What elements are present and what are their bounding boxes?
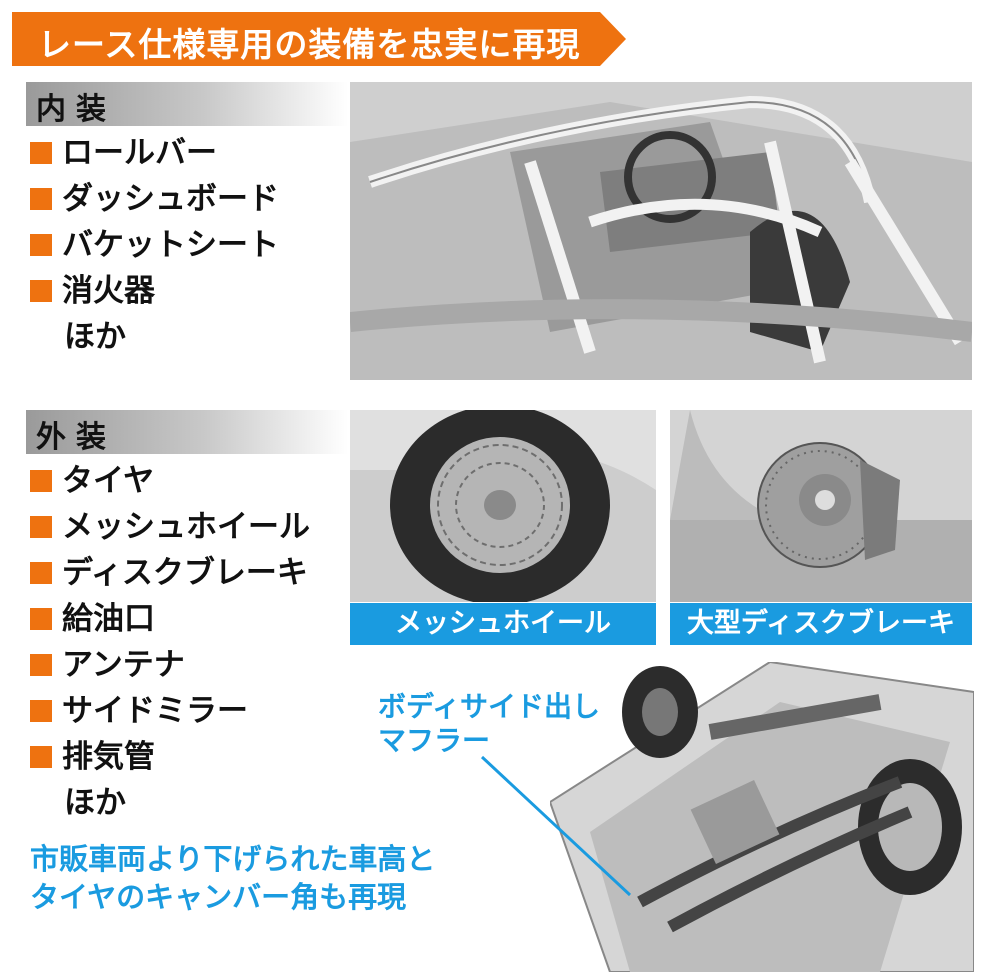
bullet-square-icon xyxy=(30,142,52,164)
interior-rollcage-image xyxy=(350,82,972,380)
bullet-square-icon xyxy=(30,700,52,722)
bullet-square-icon xyxy=(30,654,52,676)
exterior-item: タイヤ xyxy=(30,458,310,504)
banner-title: レース仕様専用の装備を忠実に再現 xyxy=(38,25,581,64)
bullet-square-icon xyxy=(30,516,52,538)
disc-brake-image xyxy=(670,410,972,602)
bullet-square-icon xyxy=(30,234,52,256)
callout-leader-line xyxy=(480,755,632,897)
ride-height-note: 市販車両より下げられた車高と タイヤのキャンバー角も再現 xyxy=(30,840,435,916)
exterior-heading: 外装 xyxy=(36,420,116,455)
exterior-more: ほか xyxy=(64,785,126,821)
exterior-item: メッシュホイール xyxy=(30,504,310,550)
exterior-list: タイヤ メッシュホイール ディスクブレーキ 給油口 アンテナ サイドミラー 排気… xyxy=(30,458,310,826)
mesh-wheel-image xyxy=(350,410,656,602)
exterior-item: 給油口 xyxy=(30,596,310,642)
bullet-square-icon xyxy=(30,746,52,768)
interior-item: ダッシュボード xyxy=(30,176,279,222)
interior-list: ロールバー ダッシュボード バケットシート 消火器 ほか xyxy=(30,130,279,360)
wheel-caption: メッシュホイール xyxy=(350,603,656,645)
title-banner: レース仕様専用の装備を忠実に再現 xyxy=(0,8,628,70)
bullet-square-icon xyxy=(30,608,52,630)
muffler-callout-line1: ボディサイド出し xyxy=(378,690,601,723)
interior-item: ロールバー xyxy=(30,130,279,176)
muffler-callout-line2: マフラー xyxy=(378,724,491,757)
exterior-item: サイドミラー xyxy=(30,688,310,734)
exterior-heading-bar: 外装 xyxy=(26,410,348,455)
note-line1: 市販車両より下げられた車高と xyxy=(30,842,436,876)
banner-arrow-shape xyxy=(12,12,626,66)
exterior-item: ディスクブレーキ xyxy=(30,550,310,596)
interior-more: ほか xyxy=(64,319,126,355)
note-line2: タイヤのキャンバー角も再現 xyxy=(30,880,407,914)
bullet-square-icon xyxy=(30,470,52,492)
exterior-item: アンテナ xyxy=(30,642,310,688)
undercarriage-image xyxy=(550,662,974,972)
exterior-item: 排気管 xyxy=(30,734,310,780)
bullet-square-icon xyxy=(30,562,52,584)
bullet-square-icon xyxy=(30,188,52,210)
interior-item: 消火器 xyxy=(30,268,279,314)
interior-heading: 内装 xyxy=(36,92,116,127)
brake-caption: 大型ディスクブレーキ xyxy=(670,603,972,645)
interior-heading-bar: 内装 xyxy=(26,82,348,127)
bullet-square-icon xyxy=(30,280,52,302)
interior-item: バケットシート xyxy=(30,222,279,268)
muffler-callout: ボディサイド出し マフラー xyxy=(378,690,600,758)
